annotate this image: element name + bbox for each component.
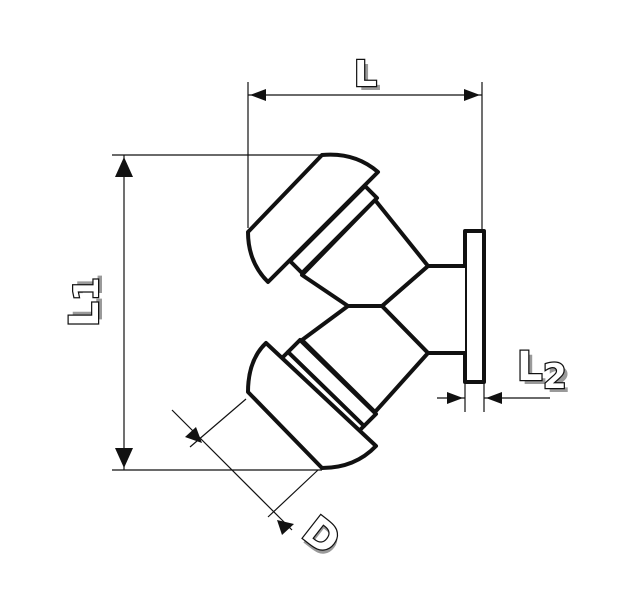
lower-cap <box>246 338 378 470</box>
svg-text:1: 1 <box>67 277 107 301</box>
arrow-d-1 <box>185 427 202 443</box>
arrow-right <box>464 89 480 101</box>
dimension-L1: L L 1 1 <box>61 154 322 471</box>
label-L2: L <box>517 344 543 390</box>
upper-cap-dome <box>246 152 380 284</box>
label-L-shadow: L <box>358 58 381 99</box>
svg-text:1: 1 <box>71 273 111 297</box>
arrow-left <box>250 89 266 101</box>
arrow-top <box>115 157 133 177</box>
svg-text:D: D <box>294 508 348 565</box>
label-L2-shadow: L <box>521 348 547 394</box>
dimension-L: L L <box>247 53 483 232</box>
arrow-bottom <box>115 448 133 468</box>
extension-line-d-2 <box>267 469 319 518</box>
lower-cap-dome <box>246 341 378 470</box>
upper-cap <box>246 152 380 284</box>
valve-body <box>300 198 430 414</box>
dimension-L2: L L 2 2 <box>437 343 571 412</box>
arrow-l2-right <box>486 392 502 404</box>
label-L1: L L 1 1 <box>61 273 112 328</box>
label-L2-sub: 2 <box>543 357 567 397</box>
label-L2-sub-shadow: 2 <box>547 361 571 401</box>
svg-text:L: L <box>66 298 112 324</box>
flange-plate <box>463 229 486 384</box>
dimension-line-D <box>171 409 293 531</box>
arrow-l2-left <box>447 392 463 404</box>
label-L: L <box>354 54 377 95</box>
svg-text:L: L <box>62 302 108 328</box>
label-D: D D <box>293 506 350 568</box>
arrow-d-2 <box>277 520 294 535</box>
